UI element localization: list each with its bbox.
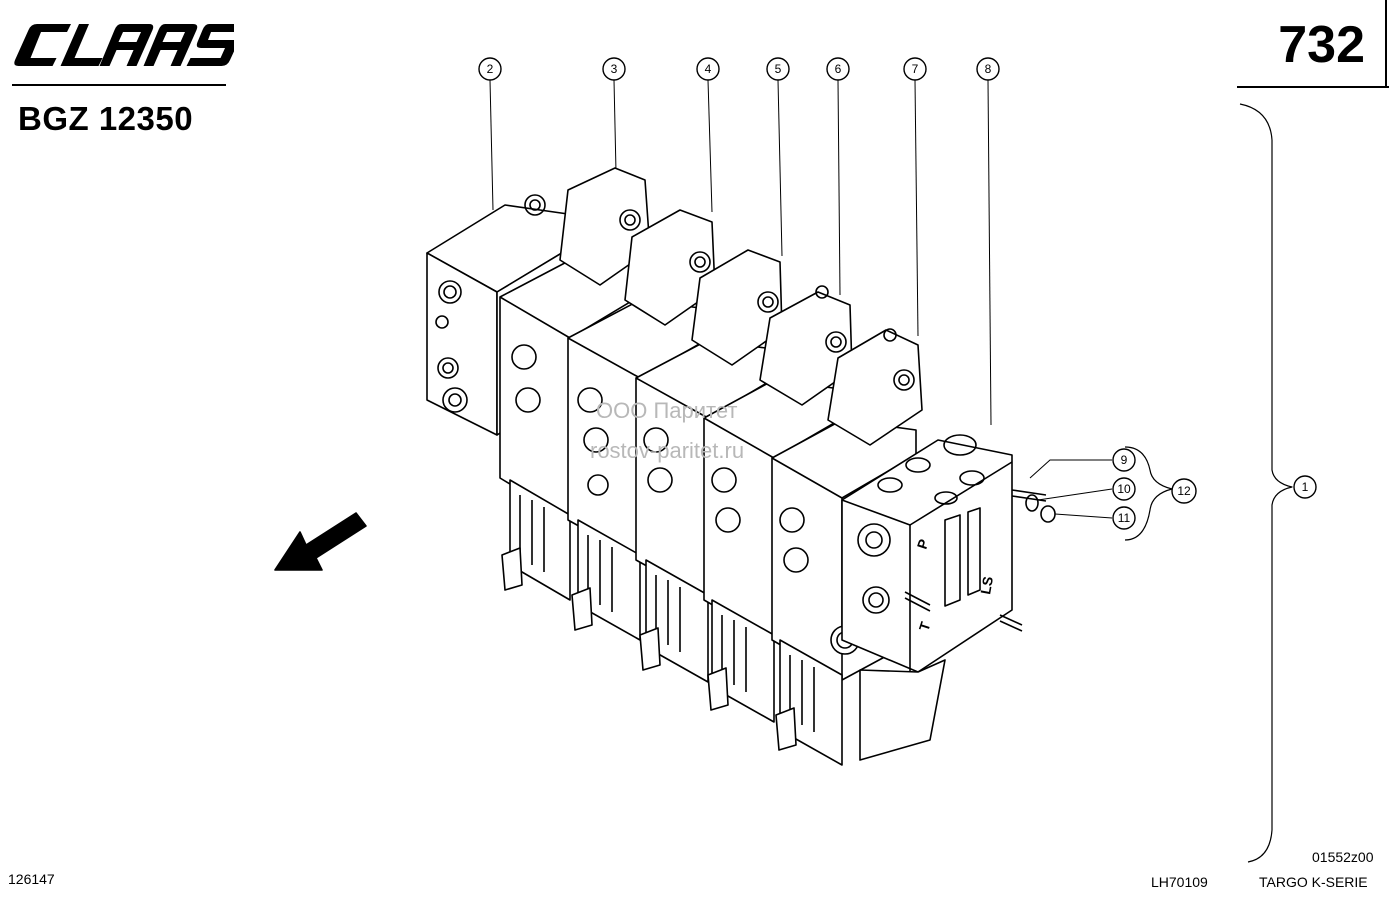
model-code: BGZ 12350 [18,100,194,137]
callout-label-1: 1 [1302,480,1309,494]
part-10-washer [1025,494,1039,512]
series-code: LH70109 [1151,874,1208,890]
watermark-url: rostov-paritet.ru [590,438,745,463]
part-8-end-plate [841,434,1047,761]
watermark-company: ООО Паритет [596,398,738,423]
page-number: 732 [1278,16,1365,74]
callout-12 [1171,478,1197,504]
callout-label-12: 12 [1177,484,1191,498]
direction-arrow [274,512,367,571]
callout-2 [478,57,502,81]
callout-label-5: 5 [775,62,782,76]
callout-label-10: 10 [1117,482,1131,496]
callout-label-9: 9 [1121,453,1128,467]
callout-label-4: 4 [705,62,712,76]
drawing-code: 01552z00 [1312,849,1374,865]
doc-number: 126147 [8,871,55,887]
callout-10 [1112,477,1136,501]
callout-1 [1293,475,1317,499]
claas-logo [14,24,234,66]
page-number-rule [1237,86,1389,88]
callout-label-2: 2 [487,62,494,76]
callouts [478,57,1317,530]
callout-3 [602,57,626,81]
page-number-vrule [1385,0,1387,88]
callout-label-6: 6 [835,62,842,76]
series-name: TARGO K-SERIE [1259,874,1368,890]
callout-label-3: 3 [611,62,618,76]
callout-label-11: 11 [1118,511,1131,525]
marking-ls: LS [977,575,996,595]
callout-8 [976,57,1000,81]
callout-5 [766,57,790,81]
callout-11 [1112,506,1136,530]
bracket-1 [1239,103,1293,863]
part-11-nut [1040,505,1056,523]
leader-lines [489,79,1113,519]
callout-label-7: 7 [912,62,919,76]
callout-9 [1112,448,1136,472]
header-rule [12,84,226,86]
callout-7 [903,57,927,81]
callout-6 [826,57,850,81]
callout-label-8: 8 [985,62,992,76]
callout-4 [696,57,720,81]
